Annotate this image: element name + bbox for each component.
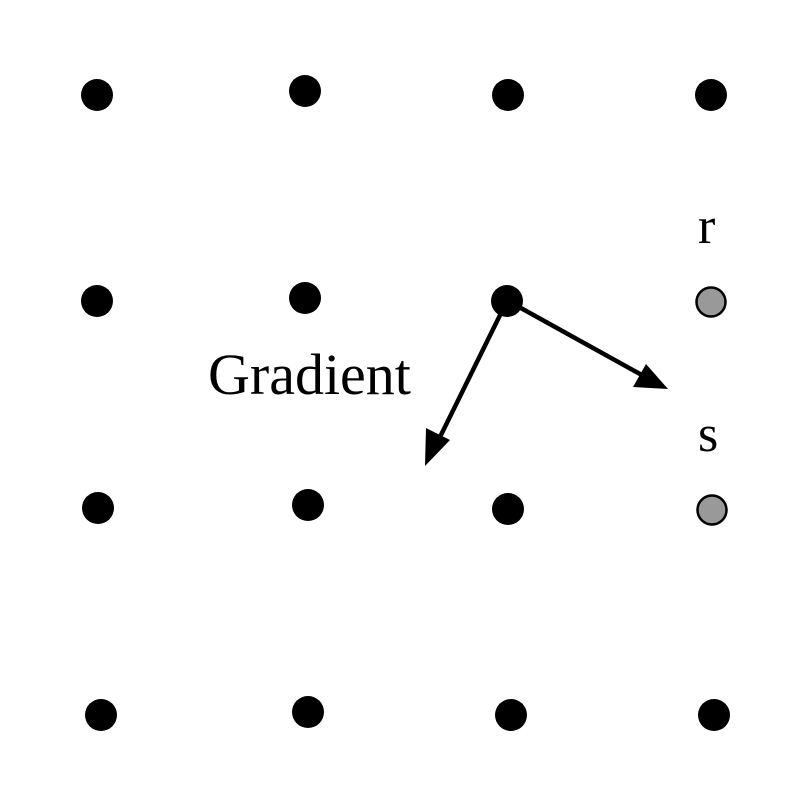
grid-point-r3-c1 [82,492,114,524]
grid-point-r4-c2 [292,696,324,728]
grid-point-r4-c1 [85,699,117,731]
gradient-arrow-shaft [437,302,508,440]
grid-point-r3-c2 [292,489,324,521]
gradient-arrow-head [425,428,450,466]
grid-point-r2-c2 [289,282,321,314]
grid-point-r1-c4 [695,79,727,111]
direction-arrow-head [633,364,668,389]
direction-arrow-shaft [507,299,643,377]
grid-point-r3-c3 [492,493,524,525]
grid-point-r2-c1 [81,285,113,317]
point-label-r: r [698,198,715,255]
grid-point-r2-c3-origin [491,285,523,317]
gradient-label: Gradient [208,342,411,407]
grid-point-r1-c2 [289,75,321,107]
grid-point-r4-c3 [495,699,527,731]
grid-point-r1-c1 [81,79,113,111]
grid-point-s-highlighted [696,494,728,526]
grid-point-r1-c3 [492,79,524,111]
grid-point-r4-c4 [698,699,730,731]
grid-point-r-highlighted [695,286,727,318]
point-label-s: s [698,406,718,463]
